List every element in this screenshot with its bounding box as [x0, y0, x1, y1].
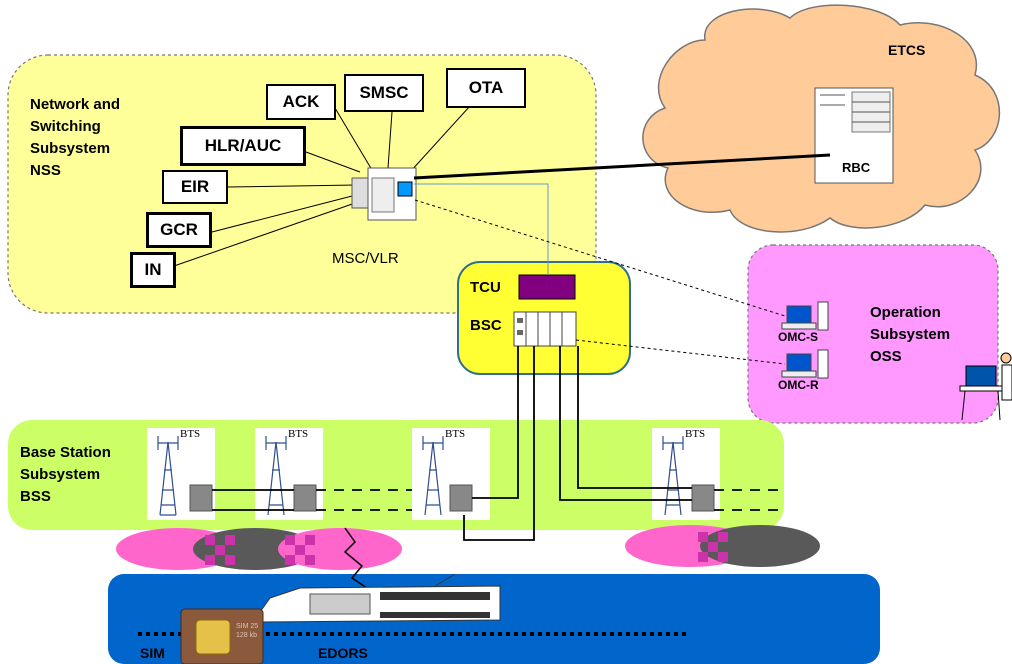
etcs-label: ETCS — [888, 42, 926, 58]
bsc-label: BSC — [470, 317, 502, 334]
omc-s-label: OMC-S — [778, 330, 818, 344]
msc-vlr-label: MSC/VLR — [332, 250, 399, 267]
eir-box: EIR — [162, 170, 228, 204]
bts-label: BTS — [288, 428, 309, 440]
nss-links — [173, 105, 471, 267]
radio-link-icon — [343, 527, 371, 591]
nss-label-line: NSS — [30, 162, 61, 179]
operator-icon — [959, 352, 1012, 421]
smsc-box: SMSC — [344, 74, 424, 112]
bts-links — [212, 346, 782, 541]
rbc-label: RBC — [842, 160, 871, 175]
bss-label-line: Base Station — [20, 444, 111, 461]
msc-bsc-link — [414, 183, 549, 275]
in-box: IN — [130, 252, 176, 288]
oss-label: Operation Subsystem OSS — [870, 302, 950, 368]
ota-box: OTA — [446, 68, 526, 108]
sim-chip-text-line: 128 kb — [236, 632, 258, 639]
nss-label-line: Network and — [30, 96, 121, 113]
omc-r-computer-icon — [781, 349, 829, 379]
bts-sites — [147, 428, 720, 520]
sim-card-icon — [180, 608, 264, 664]
bss-label: Base Station Subsystem BSS — [20, 442, 111, 508]
tcu-block — [518, 274, 576, 300]
tcu-label: TCU — [470, 279, 501, 296]
nss-region — [7, 54, 597, 314]
oss-label-line: Operation — [870, 304, 941, 321]
bts-label: BTS — [685, 428, 706, 440]
nss-label-line: Subsystem — [30, 140, 111, 157]
ack-box: ACK — [266, 84, 336, 120]
sim-label: SIM — [140, 645, 165, 661]
bss-label-line: BSS — [20, 488, 51, 505]
msc-vlr-icon — [351, 167, 417, 221]
rbc-server-icon — [814, 87, 894, 184]
bts-label: BTS — [180, 428, 201, 440]
coverage-ellipses — [116, 525, 820, 570]
oss-label-line: OSS — [870, 348, 902, 365]
hlr-auc-box: HLR/AUC — [180, 126, 306, 166]
omc-r-label: OMC-R — [778, 378, 819, 392]
msc-rbc-link — [413, 153, 831, 180]
bss-label-line: Subsystem — [20, 466, 101, 483]
nss-label: Network and Switching Subsystem NSS — [30, 94, 120, 182]
gcr-box: GCR — [146, 212, 212, 248]
sim-chip-text: SIM 25 128 kb — [236, 622, 258, 640]
omc-s-computer-icon — [781, 301, 829, 331]
bsc-omcr-link — [575, 339, 786, 365]
msc-omcs-link — [414, 199, 786, 317]
oss-label-line: Subsystem — [870, 326, 951, 343]
bts-label: BTS — [445, 428, 466, 440]
oss-region — [747, 244, 999, 424]
train-icon — [259, 573, 501, 623]
bsc-rack-icon — [513, 311, 577, 347]
nss-label-line: Switching — [30, 118, 101, 135]
sim-chip-text-line: SIM 25 — [236, 623, 259, 630]
edors-label: EDORS — [318, 645, 368, 661]
